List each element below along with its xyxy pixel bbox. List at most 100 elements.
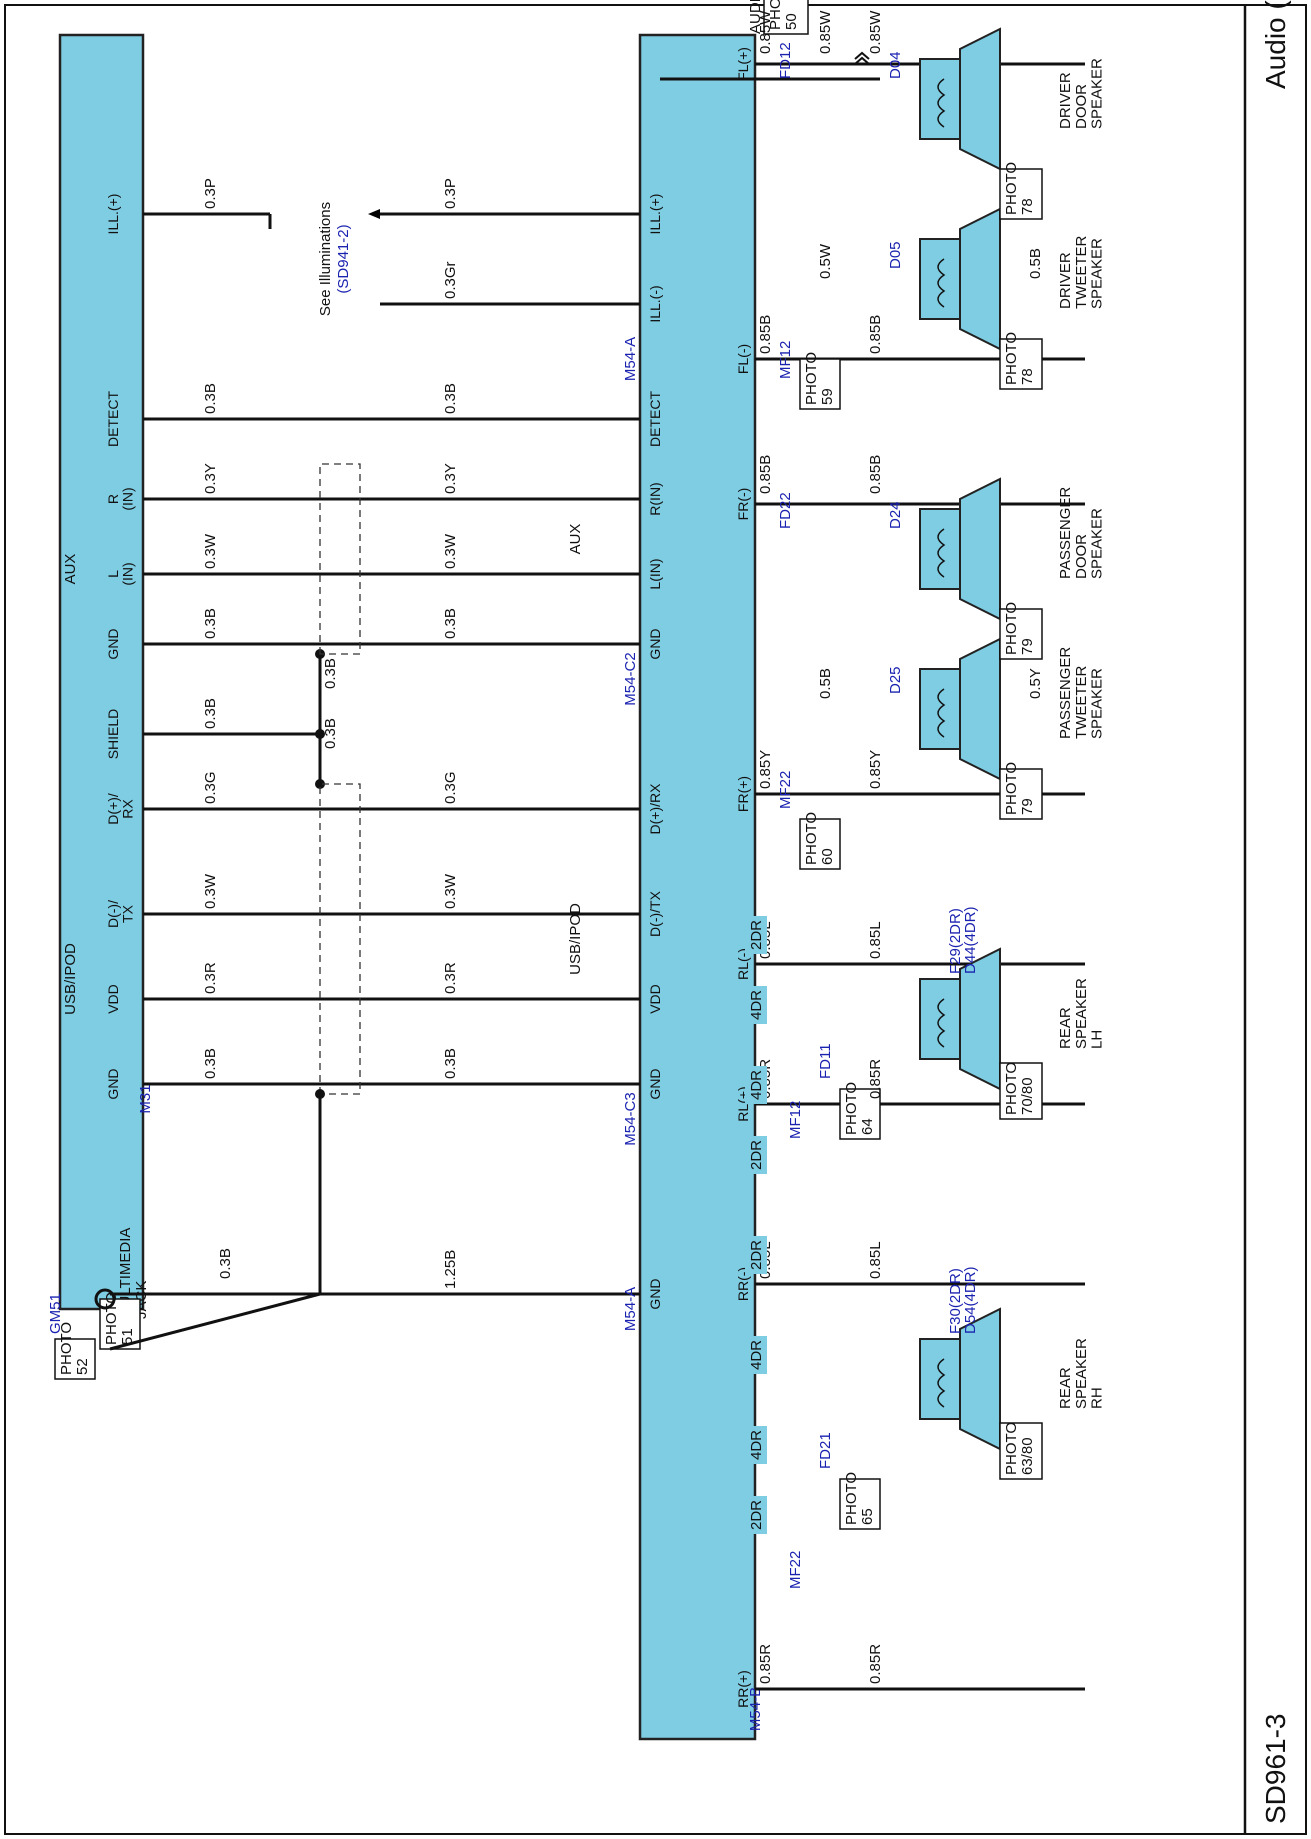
audio-pin-gnd: GND <box>647 628 663 659</box>
ill-minus-gauge: 0.3Gr <box>442 261 459 299</box>
pass-door-label: PASSENGERDOORSPEAKER <box>1057 487 1106 579</box>
conn-m54a: M54-A <box>622 337 639 381</box>
wire-gauge-jack-5: 0.3W <box>202 873 219 909</box>
photo-78b-frame <box>999 338 1043 390</box>
ill-plus-gauge: 0.3P <box>442 178 459 209</box>
driver-door-label: DRIVERDOORSPEAKER <box>1057 58 1106 129</box>
fr-minus-g2: 0.85B <box>867 455 884 494</box>
jack-group-aux: AUX <box>62 554 79 585</box>
rear-rh-label: REARSPEAKERRH <box>1057 1338 1106 1409</box>
rr-4dr-bg <box>745 1336 767 1374</box>
wire-gauge-jack-4: 0.3G <box>202 771 219 804</box>
fr-plus-g2: 0.85Y <box>867 750 884 789</box>
rr-4dr-b-bg <box>745 1426 767 1464</box>
wire-gauge-jack-6: 0.3R <box>202 962 219 994</box>
conn-gm51: GM51 <box>47 1293 64 1334</box>
wire-gauge-jack-7: 0.3B <box>202 1048 219 1079</box>
audio-pin-rl_minus: RL(-) <box>735 948 751 980</box>
audio-pin-ill_plus: ILL.(+) <box>647 194 663 235</box>
audio-pin-vdd: VDD <box>647 984 663 1014</box>
rl-2dr-b-bg <box>745 1136 767 1174</box>
pass-tweeter-g1: 0.5B <box>817 668 834 699</box>
conn-m31: M31 <box>137 1084 154 1113</box>
audio-pin-gnd2: GND <box>647 1068 663 1099</box>
ill-jack-gauge: 0.3P <box>202 178 219 209</box>
jack-pin-d_minus_tx: D(-)/TX <box>105 900 136 928</box>
conn-d05: D05 <box>887 241 904 269</box>
photo-78a-frame <box>999 168 1043 220</box>
rear-rh-speaker-coil <box>937 1358 946 1408</box>
conn-m54c3: M54-C3 <box>622 1092 639 1145</box>
rl-4dr: 4DR <box>748 990 765 1020</box>
fl-minus-g2: 0.85B <box>867 315 884 354</box>
photo-79b-frame <box>999 768 1043 820</box>
gnd-gauge: 0.3B <box>217 1248 234 1279</box>
jack-photo: PHOTO51 <box>103 1292 136 1345</box>
fl-minus-g1: 0.85B <box>757 315 774 354</box>
wire-gauge-jack-1: 0.3Y <box>202 463 219 494</box>
photo-65: PHOTO65 <box>843 1472 876 1525</box>
jack-pin-l_in: L(IN) <box>105 562 136 585</box>
conn-d04: D04 <box>887 51 904 79</box>
rear-lh-speaker-cone <box>959 947 1001 1091</box>
photo-65-frame <box>839 1478 881 1530</box>
ground-drop <box>109 1292 321 1351</box>
driver-tweeter-label: DRIVERTWEETERSPEAKER <box>1057 236 1106 309</box>
wire-gauge-audio-0: 0.3B <box>442 383 459 414</box>
conn-d24: D24 <box>887 501 904 529</box>
photo-78a: PHOTO78 <box>1003 162 1036 215</box>
ground-symbol <box>94 1288 116 1310</box>
photo-7080: PHOTO70/80 <box>1003 1062 1036 1115</box>
wire-gauge-jack-0: 0.3B <box>202 383 219 414</box>
conn-d25: D25 <box>887 666 904 694</box>
conn-mf12: MF12 <box>777 341 794 379</box>
rr-2dr-b-bg <box>745 1496 767 1534</box>
driver-tweeter-speaker-coil <box>937 258 946 308</box>
photo-52: PHOTO52 <box>58 1322 91 1375</box>
aux-shield-dashed <box>319 463 361 655</box>
wire-gauge-audio-1: 0.3Y <box>442 463 459 494</box>
jack-pin-shield: SHIELD <box>105 709 121 760</box>
fl-plus-g2: 0.85W <box>817 10 834 54</box>
rear-rh-speaker-cone <box>959 1307 1001 1451</box>
photo-59-frame <box>799 358 841 410</box>
shield-gauge-2: 0.3B <box>322 658 339 689</box>
photo-78b: PHOTO78 <box>1003 332 1036 385</box>
wire-gauge-audio-7: 0.3B <box>442 1048 459 1079</box>
photo-64-frame <box>839 1088 881 1140</box>
audio-pin-fr_minus: FR(-) <box>735 488 751 521</box>
conn-mf12-b: MF12 <box>787 1101 804 1139</box>
conn-fd21: FD21 <box>817 1432 834 1469</box>
conn-mf22: MF22 <box>777 771 794 809</box>
audio-unit-box <box>638 33 757 1741</box>
wire-gauge-jack-3: 0.3B <box>202 608 219 639</box>
passenger-tweeter-speaker-cone <box>959 637 1001 781</box>
audio-pin-l_in: L(IN) <box>647 558 663 589</box>
audio-pin-d_minus_tx: D(-)/TX <box>647 890 663 937</box>
shield-gauge-3: 0.3B <box>322 718 339 749</box>
jack-pin-vdd: VDD <box>105 984 121 1014</box>
wire-gauge-audio-3: 0.3B <box>442 608 459 639</box>
fr-plus-g1: 0.85Y <box>757 750 774 789</box>
wire-gauge-audio-6: 0.3R <box>442 962 459 994</box>
conn-m54b: M54-B <box>747 1687 764 1731</box>
audio-pin-fl_minus: FL(-) <box>735 344 751 374</box>
photo-6380-frame <box>999 1422 1043 1480</box>
rr-4dr: 4DR <box>748 1340 765 1370</box>
conn-fd11: FD11 <box>817 1043 834 1079</box>
passenger-door-speaker-coil <box>937 528 946 578</box>
audio-pin-d_plus_rx: D(+)/RX <box>647 783 663 835</box>
conn-mf22-b: MF22 <box>787 1551 804 1589</box>
photo-6380: PHOTO63/80 <box>1003 1422 1036 1475</box>
jack-pin-gnd2: GND <box>105 1068 121 1099</box>
rl-2dr: 2DR <box>748 920 765 950</box>
rr-4dr-b: 4DR <box>748 1430 765 1460</box>
audio-pin-rr_plus: RR(+) <box>735 1670 751 1708</box>
jack-group-usb: USB/IPOD <box>62 943 79 1015</box>
rr-g3: 0.85R <box>757 1644 774 1684</box>
rl-g4: 0.85R <box>867 1059 884 1099</box>
rl-2dr-bg <box>745 916 767 954</box>
passenger-tweeter-speaker-coil <box>937 688 946 738</box>
jack-pin-gnd: GND <box>105 628 121 659</box>
